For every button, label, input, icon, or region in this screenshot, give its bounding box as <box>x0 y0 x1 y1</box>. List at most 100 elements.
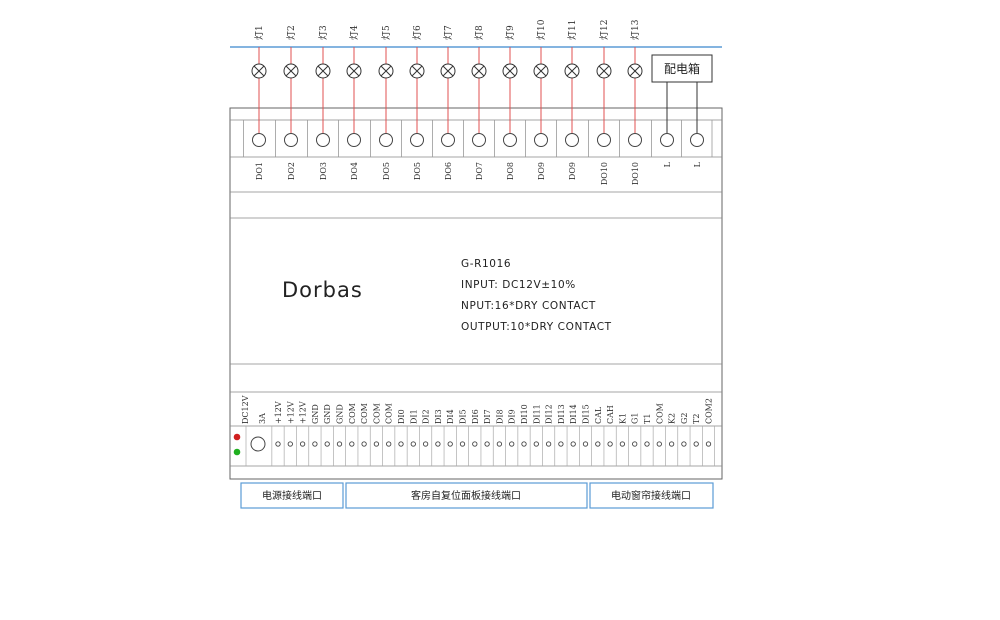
bottom-terminal-label: T1 <box>643 414 652 424</box>
led-green <box>233 448 241 456</box>
bottom-terminal-label: COM <box>372 403 381 424</box>
bottom-terminal-label: DI15 <box>582 404 591 424</box>
bottom-terminal <box>558 441 564 447</box>
lamp-label: 灯6 <box>412 25 423 40</box>
lamp-label: 灯7 <box>443 25 454 40</box>
bottom-terminal-label: DI2 <box>422 409 431 424</box>
top-terminal-label: DO5 <box>413 162 422 180</box>
bottom-terminal <box>668 441 675 447</box>
port-box-curtain <box>589 482 714 509</box>
bottom-terminal-label: DI14 <box>569 404 578 424</box>
bottom-terminal-label: +12V <box>299 401 308 424</box>
lamp-icon <box>440 63 456 79</box>
bottom-terminal <box>422 441 429 447</box>
bottom-terminal <box>459 441 466 447</box>
top-terminal <box>347 133 361 147</box>
lamp-label: 灯4 <box>349 25 360 40</box>
bottom-terminal-label: GND <box>323 404 332 424</box>
top-terminal-label: DO5 <box>382 162 391 180</box>
bottom-terminal-label: DI9 <box>508 409 517 424</box>
lamp-label: 灯2 <box>286 25 297 40</box>
bottom-terminal-label: G1 <box>631 413 640 424</box>
bottom-terminal-label: DI3 <box>434 409 443 424</box>
bottom-terminal-label: COM <box>360 403 369 424</box>
bottom-terminal-label: DI6 <box>471 409 480 424</box>
bottom-terminal <box>582 441 589 447</box>
bottom-terminal <box>509 441 515 447</box>
bottom-terminal-label: GND <box>336 404 345 424</box>
bottom-terminal <box>373 441 380 447</box>
lamp-icon <box>627 63 643 79</box>
nput-spec: NPUT:16*DRY CONTACT <box>461 300 596 312</box>
lamp-label: 灯9 <box>505 25 516 40</box>
bottom-terminal-label: CAH <box>606 405 615 424</box>
bottom-terminal-label: K1 <box>618 413 627 424</box>
bottom-terminal <box>349 441 355 447</box>
bottom-terminal <box>386 441 392 447</box>
top-terminal-label: DO2 <box>287 162 296 180</box>
top-terminal-label: DO7 <box>475 162 484 180</box>
port-label-curtain: 电动窗帘接线端口 <box>611 489 691 502</box>
top-terminal-label: DO10 <box>631 162 640 185</box>
port-label-power: 电源接线端口 <box>262 489 322 502</box>
top-terminal <box>472 133 486 147</box>
bottom-terminal-label: DI11 <box>532 404 541 424</box>
top-terminal <box>565 133 579 147</box>
lamp-icon <box>596 63 612 79</box>
lamp-icon <box>251 63 267 79</box>
top-terminal <box>597 133 611 147</box>
bottom-terminal-label: 3A <box>258 413 267 424</box>
lamp-label: 灯3 <box>318 25 329 40</box>
bottom-terminal-label: DC12V <box>241 395 250 424</box>
bottom-terminal-label: DI4 <box>446 409 455 424</box>
lamp-icon <box>378 63 394 79</box>
lamp-icon <box>409 63 425 79</box>
top-terminal-label: L <box>693 161 702 167</box>
bottom-terminal <box>533 441 539 447</box>
bottom-terminal <box>472 441 478 447</box>
top-terminal <box>410 133 424 147</box>
bottom-terminal <box>447 441 453 447</box>
bottom-terminal <box>324 441 330 447</box>
bottom-terminal <box>656 441 662 447</box>
bottom-terminal-label: COM <box>348 403 357 424</box>
top-terminal-label: DO10 <box>600 162 609 185</box>
lamp-label: 灯13 <box>630 19 641 40</box>
top-terminal-label: DO3 <box>319 162 328 180</box>
lamp-icon <box>471 63 487 79</box>
top-terminal-label: DO6 <box>444 162 453 180</box>
port-label-panel: 客房自复位面板接线端口 <box>411 489 521 502</box>
bottom-terminal <box>644 441 650 447</box>
bottom-terminal <box>361 441 367 447</box>
bottom-terminal-label: DI1 <box>409 409 418 424</box>
top-terminal-label: DO4 <box>350 162 359 180</box>
bottom-terminal <box>287 441 293 447</box>
bottom-terminal-label: DI7 <box>483 409 492 424</box>
bottom-terminal-label: DI13 <box>557 404 566 424</box>
top-terminal-label: DO9 <box>537 162 546 180</box>
bottom-terminal <box>607 441 613 447</box>
bottom-terminal <box>632 441 638 447</box>
bottom-terminal <box>681 441 687 447</box>
top-terminal <box>252 133 266 147</box>
lamp-label: 灯12 <box>599 20 610 40</box>
bottom-terminal-label: +12V <box>274 401 283 424</box>
bottom-terminal-label: G2 <box>680 413 689 424</box>
bottom-terminal <box>521 441 527 447</box>
lamp-label: 灯11 <box>567 20 578 40</box>
bottom-terminal <box>435 441 441 447</box>
bottom-terminal <box>336 441 343 447</box>
top-terminal <box>660 133 674 147</box>
distribution-box <box>651 54 713 83</box>
top-terminal <box>690 133 704 147</box>
distribution-box-label: 配电箱 <box>664 61 700 76</box>
lamp-icon <box>502 63 518 79</box>
input-spec: INPUT: DC12V±10% <box>461 279 576 291</box>
bottom-terminal <box>595 441 601 447</box>
bottom-terminal <box>299 441 306 447</box>
module-body <box>229 107 723 480</box>
bottom-terminal <box>484 441 490 447</box>
